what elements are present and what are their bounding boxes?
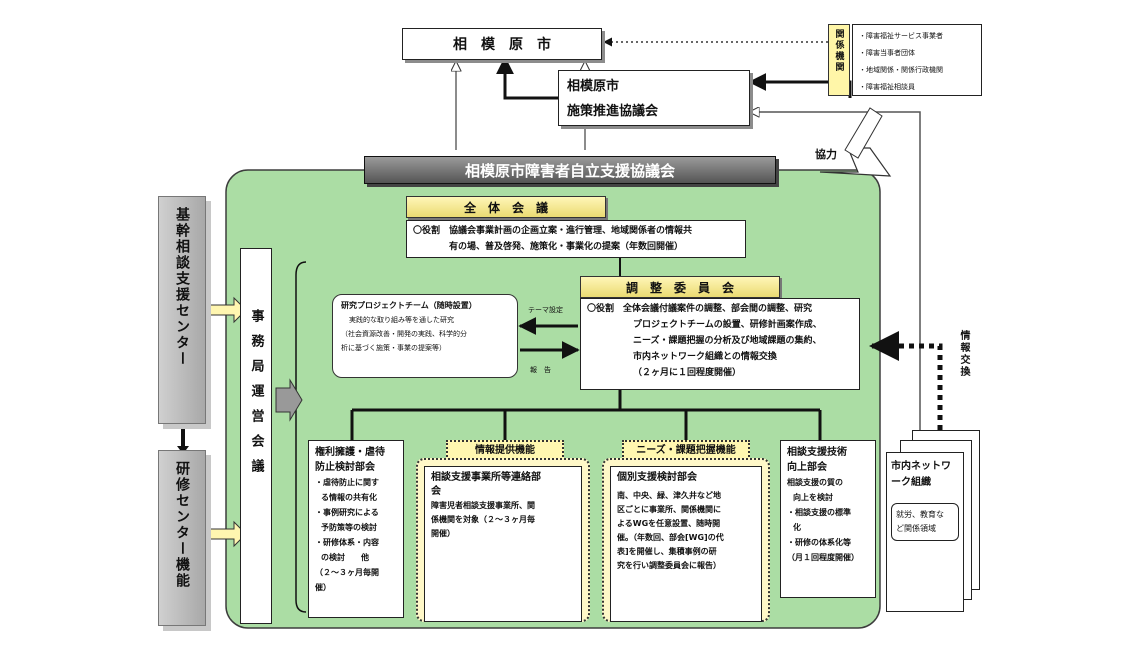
needs-tab: ニーズ・課題把握機能 [622,440,750,460]
consultation-liaison-area: 相談支援事業所等連絡部 会 障害児者相談支援事業所、関 係機関を対象（２～３ヶ月… [416,458,590,622]
theme-setting-label: テーマ設定 [528,306,563,314]
related-org-item: ・地域関係・関係行政機関 [859,66,943,74]
related-org-item: ・障害福祉相談員 [859,83,915,91]
related-org-list: ・障害福祉サービス事業者 ・障害当事者団体 ・地域関係・関係行政機関 ・障害福祉… [852,24,982,96]
coordination-committee-box: 〇役割 全体会議付議案件の調整、部会間の調整、研究 プロジェクトチームの設置、研… [580,298,860,390]
individual-support-area: 個別支援検討部会 南、中央、緑、津久井など地 区ごとに事業所、関係機関に よるW… [602,458,770,622]
city-box: 相 模 原 市 [402,28,602,60]
info-provision-tab: 情報提供機能 [446,440,564,460]
consultation-liaison-committee: 相談支援事業所等連絡部 会 障害児者相談支援事業所、関 係機関を対象（２～３ヶ月… [424,466,582,622]
core-consultation-center: 基幹相談支援センター [158,196,206,424]
policy-council-subtitle: 施策推進協議会 [567,104,659,119]
report-label: 報 告 [530,366,551,374]
related-fields-box: 就労、教育な ど関係領域 [891,503,959,541]
general-meeting-box: 〇役割 協議会事業計画の企画立案・進行管理、地域関係者の情報共 有の場、普及啓発… [406,220,746,258]
general-meeting-title: 全 体 会 議 [406,196,606,218]
related-org-item: ・障害当事者団体 [859,49,915,57]
cooperation-label: 協力 [815,148,837,161]
research-project-team: 研究プロジェクトチーム（随時設置） 実践的な取り組み等を通した研究 （社会資源改… [332,294,518,378]
main-banner: 相模原市障害者自立支援協議会 [364,156,776,184]
rights-abuse-committee: 権利擁護・虐待 防止検討部会 ・虐待防止に関する情報の共有化 ・事例研究による予… [308,440,404,618]
related-org-label: 関係機関 [828,24,850,96]
policy-council-title: 相模原市 [567,79,620,94]
related-org-item: ・障害福祉サービス事業者 [859,32,943,40]
skill-improvement-committee: 相談支援技術 向上部会 相談支援の質の向上を検討 ・相談支援の標準化 ・研修の体… [780,440,876,598]
individual-support-committee: 個別支援検討部会 南、中央、緑、津久井など地 区ごとに事業所、関係機関に よるW… [610,466,762,622]
secretariat-meeting: 事務局運営会議 [240,248,272,624]
policy-council-box: 相模原市 施策推進協議会 [558,70,750,126]
info-exchange-label: 情報交換 [958,330,969,378]
city-network-organization: 市内ネットワ ーク組織 就労、教育な ど関係領域 [886,452,964,612]
training-center: 研修センター機能 [158,450,206,626]
coordination-committee-title: 調 整 委 員 会 [580,276,780,298]
